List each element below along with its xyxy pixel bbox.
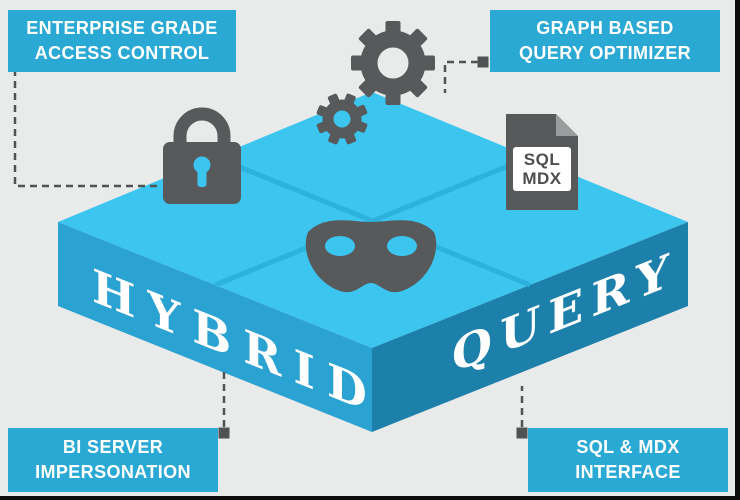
connector-dot-top-right — [477, 56, 489, 68]
connector-dot-bottom-right — [516, 427, 528, 439]
label-line-1: GRAPH BASED — [536, 17, 674, 38]
mask-shape — [305, 220, 437, 293]
label-line-1: BI SERVER — [62, 436, 164, 457]
label-line-2: ACCESS CONTROL — [34, 43, 210, 63]
connector-dot-bottom-left — [218, 427, 230, 439]
document-label-mdx: MDX — [522, 169, 561, 188]
label-enterprise-grade-access-control: ENTERPRISE GRADE ACCESS CONTROL — [8, 10, 236, 72]
gear-large-icon — [351, 21, 435, 105]
label-sql-mdx-interface: SQL & MDX INTERFACE — [528, 428, 728, 492]
document-label-sql: SQL — [524, 150, 560, 169]
document-folded-corner — [556, 114, 578, 136]
label-line-1: SQL & MDX — [576, 436, 680, 457]
label-line-2: INTERFACE — [575, 462, 681, 482]
sql-mdx-document-icon: SQL MDX — [506, 114, 578, 210]
label-graph-based-query-optimizer: GRAPH BASED QUERY OPTIMIZER — [490, 10, 720, 72]
cube-left-face — [58, 222, 372, 432]
label-line-2: QUERY OPTIMIZER — [518, 43, 692, 63]
connectors — [13, 60, 524, 427]
mask-eye-left — [325, 236, 355, 256]
gear-small-icon — [316, 93, 368, 145]
top-face-divider-line — [214, 154, 531, 288]
cube — [58, 92, 688, 432]
mask-eye-right — [387, 236, 417, 256]
padlock-icon — [163, 107, 241, 204]
document-label-panel — [513, 147, 571, 191]
label-line-2: IMPERSONATION — [35, 462, 191, 482]
label-bi-server-impersonation: BI SERVER IMPERSONATION — [8, 428, 218, 492]
connector-line-top-right — [443, 60, 478, 93]
label-line-1: ENTERPRISE GRADE — [26, 17, 218, 38]
mask-icon — [305, 220, 437, 293]
connector-line-top-left — [13, 69, 158, 188]
padlock-keyhole — [193, 156, 211, 174]
gears-icon — [316, 21, 435, 145]
padlock-shackle — [173, 107, 231, 148]
cube-right-face — [372, 222, 688, 432]
padlock-keyhole-stem — [197, 169, 207, 187]
